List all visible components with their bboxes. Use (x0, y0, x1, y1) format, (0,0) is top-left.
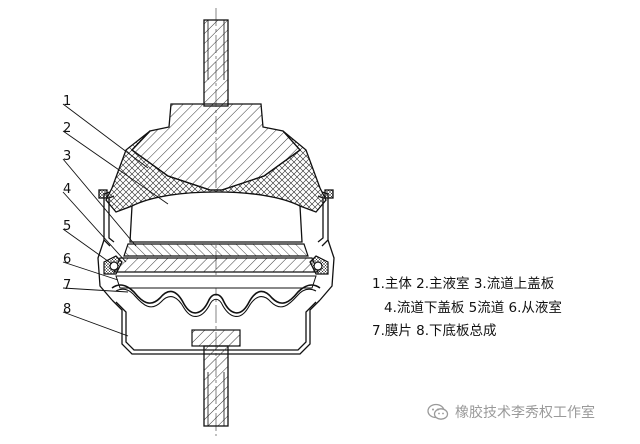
callout-5: 5 (63, 219, 72, 234)
diaphragm (111, 284, 321, 314)
diaphragm-inner-edge (115, 288, 317, 317)
watermark-text: 橡胶技术李秀权工作室 (455, 405, 595, 421)
leader-line-5 (62, 228, 113, 265)
callout-4: 4 (63, 182, 72, 197)
parts-legend: 1.主体 2.主液室 3.流道上盖板 4.流道下盖板 5流道 6.从液室 7.膜… (372, 272, 634, 342)
callout-2: 2 (63, 121, 72, 136)
watermark: 橡胶技术李秀权工作室 (427, 400, 595, 424)
leader-line-6 (62, 261, 119, 281)
leader-line-2 (62, 130, 169, 205)
callout-1: 1 (63, 94, 72, 109)
callout-7: 7 (63, 278, 72, 293)
leader-line-1 (62, 103, 149, 169)
leader-line-4 (62, 191, 127, 263)
leader-lines (62, 103, 169, 337)
legend-line-1: 1.主体 2.主液室 3.流道上盖板 (372, 276, 555, 292)
callout-6: 6 (63, 252, 72, 267)
legend-line-3: 7.膜片 8.下底板总成 (372, 323, 497, 339)
bottom-bolt (203, 345, 229, 427)
upper-channel-plate (123, 243, 309, 257)
channel-ring (103, 255, 329, 275)
wechat-icon (427, 403, 449, 420)
callout-3: 3 (63, 149, 72, 164)
leader-line-3 (62, 158, 137, 247)
main-fluid-chamber (129, 191, 303, 243)
legend-line-2: 4.流道下盖板 5流道 6.从液室 (384, 300, 562, 316)
leader-line-8 (62, 311, 129, 337)
callout-8: 8 (63, 302, 72, 317)
leader-line-7 (62, 287, 129, 293)
base-nut (191, 329, 241, 347)
secondary-chamber (115, 275, 317, 289)
lower-channel-plate (113, 257, 319, 273)
outer-housing (97, 189, 335, 301)
